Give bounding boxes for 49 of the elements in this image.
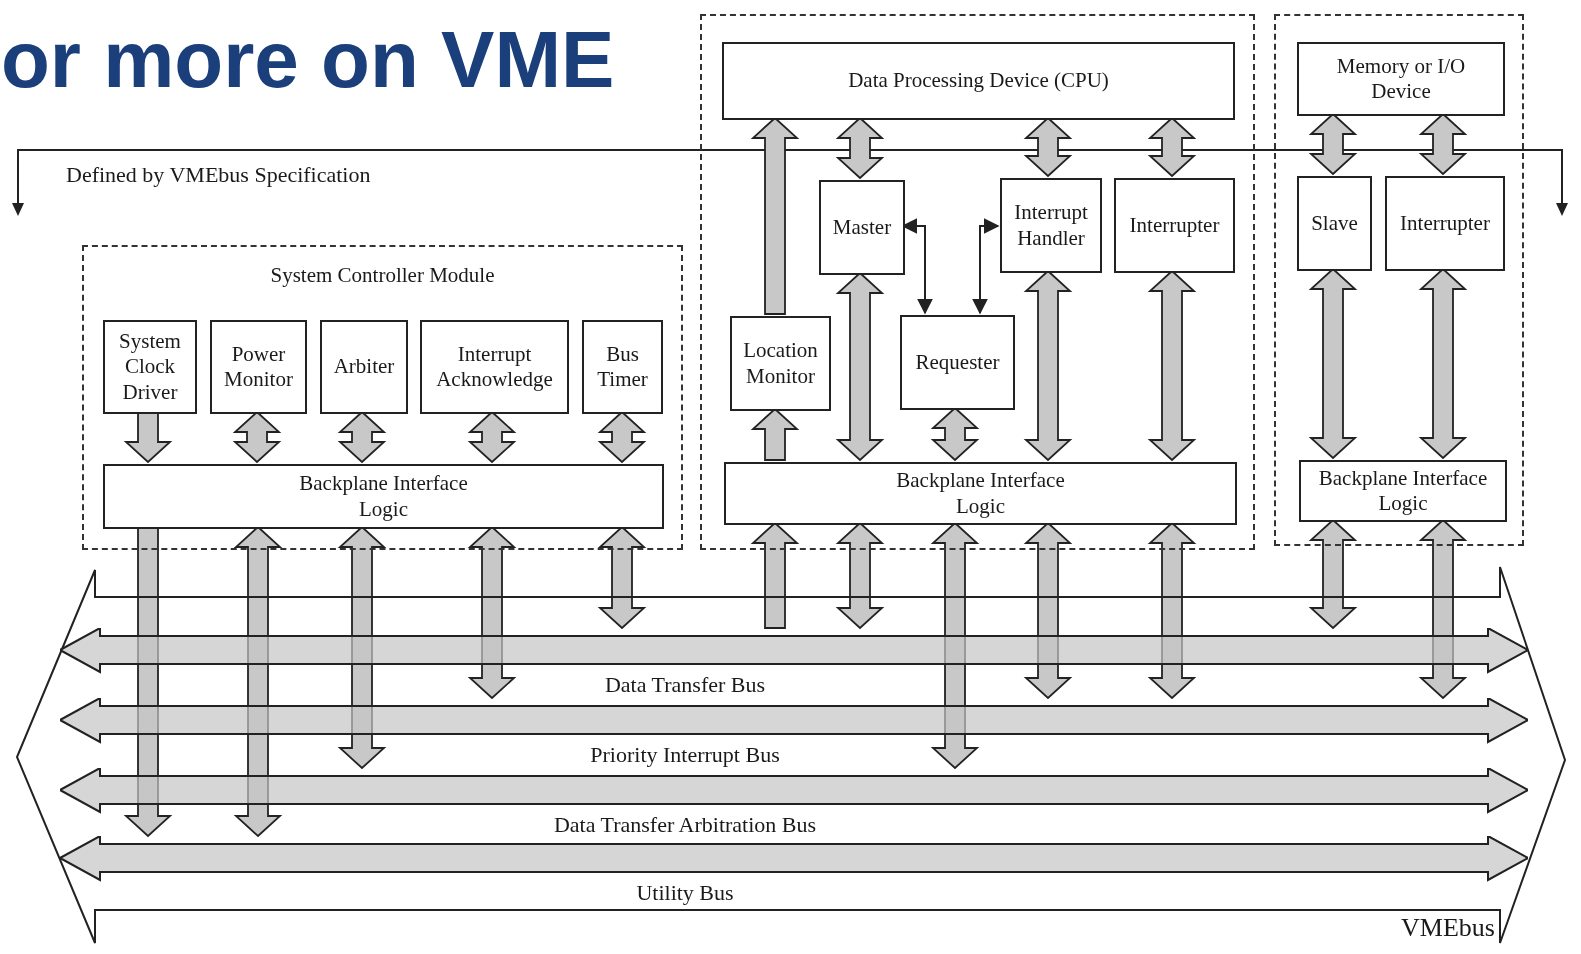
block-label: Power Monitor [223,341,294,393]
block-label: Slave [1311,210,1358,237]
dashed-module-boundary [1274,14,1524,546]
function-block [1000,178,1102,273]
dashed-module-boundary [700,14,1255,550]
function-block [582,320,663,414]
function-block [320,320,408,414]
function-block [1297,176,1372,271]
function-block [730,316,831,411]
block-label: Interrupt Handler [1013,200,1089,251]
double-outline-arrow [123,411,173,464]
thin-arrow [972,218,1000,315]
block-label: Backplane Interface Logic [895,468,1066,519]
function-block [1114,178,1235,273]
function-block [103,464,664,529]
block-label: Interrupt Acknowledge [435,341,554,393]
block-label: Backplane Interface Logic [1317,465,1489,517]
module-heading: System Controller Module [269,263,496,289]
block-label: Memory or I/O Device [1335,53,1467,105]
bus-system-label: VMEbus [1401,911,1495,943]
function-block [1297,42,1505,116]
function-block [1385,176,1505,271]
block-label: Interrupter [1129,212,1220,239]
bus-name: Utility Bus [636,880,734,907]
function-block [819,180,905,275]
block-label: Data Processing Device (CPU) [848,68,1109,94]
block-label: System Clock Driver [118,329,182,405]
block-label: Requester [915,349,1000,376]
function-block [210,320,307,414]
block-label: Bus Timer [596,341,649,393]
function-block [103,320,197,414]
bus-name: Priority Interrupt Bus [590,742,780,769]
function-block [722,42,1235,120]
block-label: Backplane Interface Logic [298,471,469,522]
block-label: Location Monitor [742,338,819,389]
function-block [1299,460,1507,522]
block-label: Interrupter [1400,210,1490,237]
page-title: or more on VME [1,20,615,100]
bus-name: Data Transfer Arbitration Bus [553,812,817,839]
function-block [420,320,569,414]
function-block [900,315,1015,410]
block-label: Master [832,214,892,241]
dashed-module-boundary [82,245,683,550]
bus-name: Data Transfer Bus [604,672,766,699]
bus-band [60,698,1528,768]
bus-band [60,836,1528,906]
spec-note: Defined by VMEbus Specification [66,162,371,188]
block-label: Arbiter [333,354,395,380]
function-block [724,462,1237,525]
